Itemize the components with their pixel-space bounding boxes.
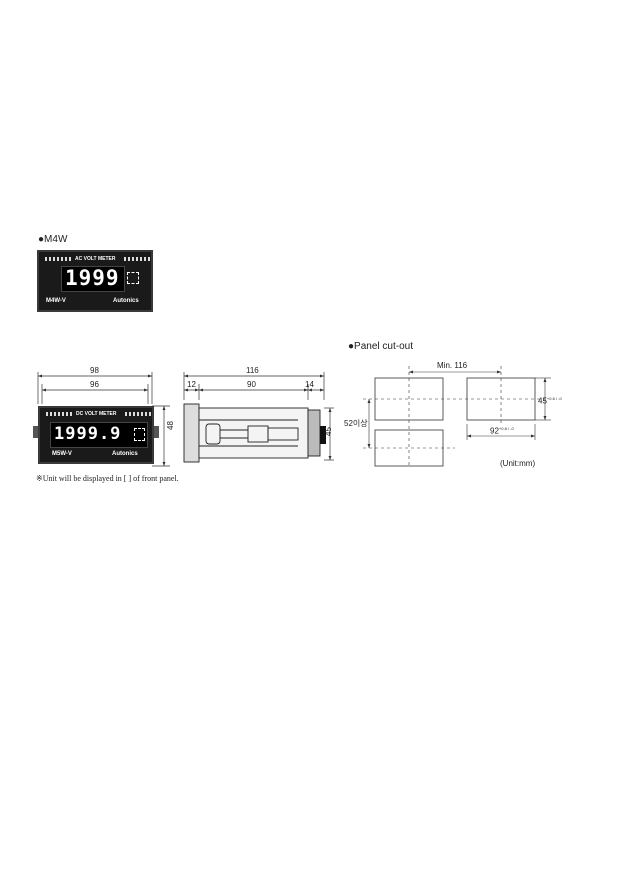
m4w-display-window	[61, 266, 125, 292]
m4w-indicator-ticks-left	[45, 257, 71, 261]
side-height-label: 45	[324, 427, 333, 436]
m4w-section-title: ●M4W	[38, 234, 68, 245]
m5w-meter-label: DC VOLT METER	[76, 411, 117, 417]
m4w-unit-box	[127, 272, 139, 284]
side-total-length-label: 116	[246, 366, 259, 375]
cutout-height-value: 45	[538, 396, 547, 406]
m4w-meter-label: AC VOLT METER	[75, 256, 116, 262]
panel-cutout-title: ●Panel cut-out	[348, 341, 413, 352]
m5w-meter-front: DC VOLT METER 1999.9 M5W-V Autonics	[38, 406, 154, 464]
m5w-display-digits: 1999.9	[54, 424, 122, 444]
cutout-height-tolerance: +0.6 / -0	[546, 396, 562, 401]
m5w-right-clip	[154, 426, 159, 438]
side-view-drawing	[183, 372, 334, 463]
side-rear-label: 14	[305, 380, 314, 389]
cutout-width-value: 92	[490, 426, 499, 436]
m5w-left-clip	[33, 426, 38, 438]
m4w-meter-front: AC VOLT METER 1999 M4W-V Autonics	[37, 250, 153, 312]
m5w-unit-box	[134, 428, 145, 441]
cutout-unit-label: (Unit:mm)	[500, 459, 536, 468]
m4w-display-digits: 1999	[65, 266, 120, 290]
panel-cutout-drawing	[363, 366, 551, 468]
cutout-vertical-spacing-label: 52이상	[344, 419, 368, 428]
side-front-label: 12	[187, 380, 196, 389]
unit-display-note: ※Unit will be displayed in [ ] of front …	[36, 474, 179, 483]
m5w-front-dimension-lines	[37, 372, 170, 467]
m5w-brand-label: Autonics	[112, 451, 138, 457]
m5w-outer-width-label: 98	[90, 366, 99, 375]
cutout-min-spacing-label: Min. 116	[437, 361, 468, 370]
m5w-indicator-ticks-left	[46, 412, 72, 416]
side-body-label: 90	[247, 380, 256, 389]
m5w-indicator-ticks-right	[125, 412, 151, 416]
m5w-model-label: M5W-V	[52, 451, 72, 457]
m5w-height-label: 48	[166, 421, 175, 430]
m4w-model-label: M4W-V	[46, 298, 66, 304]
cutout-height-label: 45+0.6 / -0	[538, 396, 562, 406]
m4w-indicator-ticks-right	[124, 257, 150, 261]
m5w-inner-width-label: 96	[90, 380, 99, 389]
m4w-brand-label: Autonics	[113, 298, 139, 304]
m5w-display-window	[50, 422, 148, 448]
cutout-width-tolerance: +0.8 / -0	[498, 426, 514, 431]
cutout-width-label: 92+0.8 / -0	[490, 426, 514, 436]
